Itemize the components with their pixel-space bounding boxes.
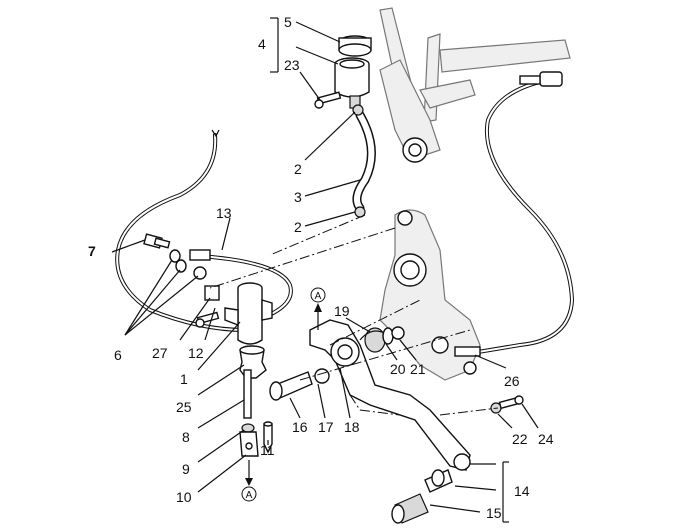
reservoir-assembly [314,35,372,109]
pivot-bolt-parts [269,326,405,401]
callout-25: 25 [176,399,192,415]
callout-12: 12 [188,345,204,361]
callout-13: 13 [216,205,232,221]
callout-3: 3 [294,189,302,205]
callout-16: 16 [292,419,308,435]
stop-bolt [490,395,524,414]
reference-label-bottom: A [246,490,253,501]
callout-22: 22 [512,431,528,447]
callout-9: 9 [182,461,190,477]
switch-cable [454,71,575,357]
callout-labels: 4 5 23 2 3 2 13 7 6 27 12 1 25 8 9 10 11… [88,14,554,521]
reference-mark-top: A [310,287,326,303]
callout-6: 6 [114,347,122,363]
callout-4: 4 [258,36,266,52]
frame-section [379,7,571,163]
callout-17: 17 [318,419,334,435]
reference-mark-bottom: A [241,486,257,502]
callout-18: 18 [344,419,360,435]
leader-lines [111,17,539,523]
callout-2-upper: 2 [294,161,302,177]
callout-5: 5 [284,14,292,30]
callout-15: 15 [486,505,502,521]
reference-label-top: A [315,291,322,302]
callout-7: 7 [88,243,96,259]
callout-10: 10 [176,489,192,505]
callout-21: 21 [410,361,426,377]
banjo-fittings [143,233,220,301]
callout-23: 23 [284,57,300,73]
callout-14: 14 [514,483,530,499]
callout-19: 19 [334,303,350,319]
callout-27: 27 [152,345,168,361]
callout-2-lower: 2 [294,219,302,235]
assembly-axes [209,214,499,416]
callout-24: 24 [538,431,554,447]
reservoir-hose [352,104,376,218]
brake-pedal [309,303,471,471]
callout-20: 20 [390,361,406,377]
callout-26: 26 [504,373,520,389]
footpeg-bracket [379,209,481,381]
brake-hose [115,129,293,332]
callout-1: 1 [180,371,188,387]
master-cylinder [195,282,273,486]
pedal-tip [391,469,453,524]
callout-11: 11 [260,442,275,458]
callout-8: 8 [182,429,190,445]
